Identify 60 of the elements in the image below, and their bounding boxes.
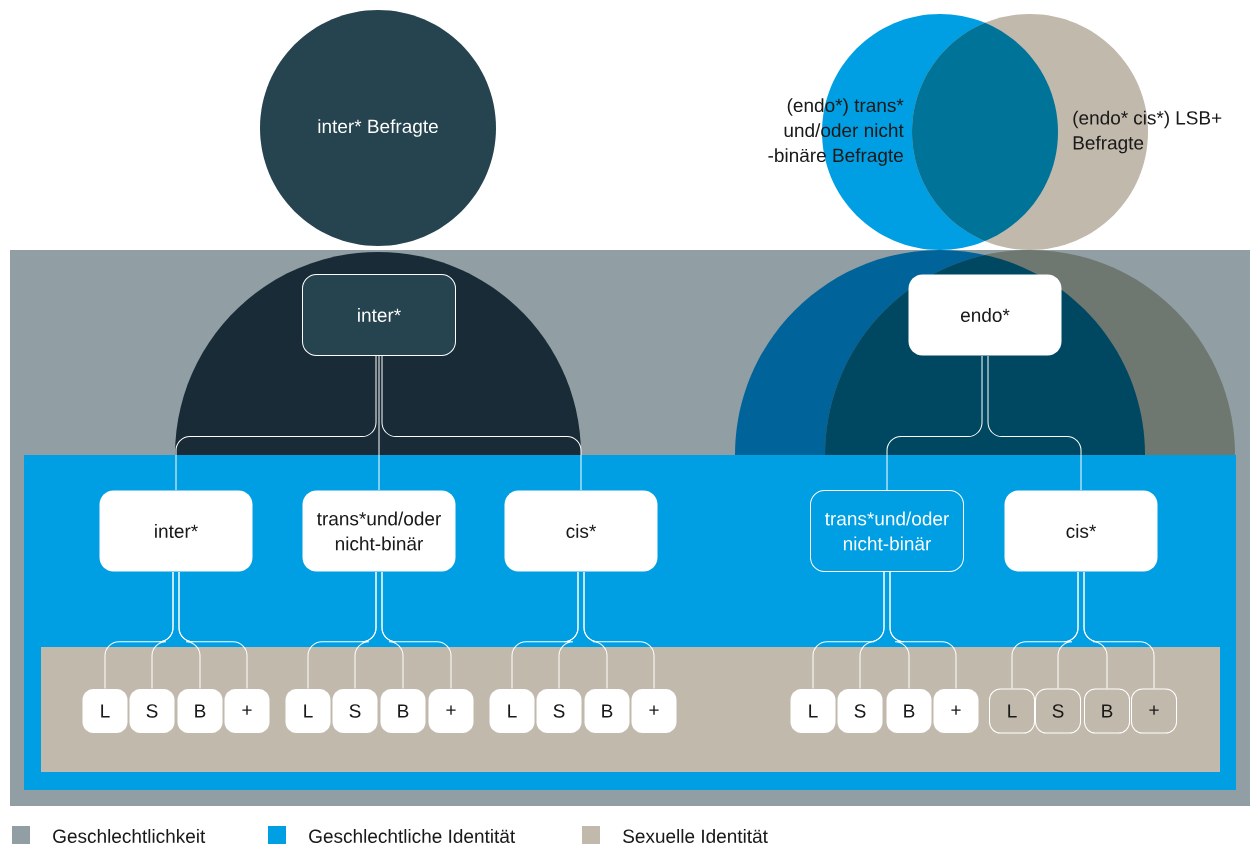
category-box: trans*und/oder nicht-binär xyxy=(810,490,964,572)
letter-box: S xyxy=(1035,688,1081,734)
node-label: S xyxy=(146,704,158,718)
letter-box: S xyxy=(129,689,175,733)
connector xyxy=(178,571,248,689)
node-label: L xyxy=(508,704,517,718)
letter-box: + xyxy=(933,689,979,733)
letter-box: S xyxy=(332,689,378,733)
letter-box: S xyxy=(536,689,582,733)
connector xyxy=(859,571,885,689)
category-box: inter* xyxy=(99,490,253,572)
connector xyxy=(381,571,452,689)
connector xyxy=(1083,571,1155,689)
letter-box: L xyxy=(790,689,836,733)
legend-label: Geschlechtliche Identität xyxy=(309,829,516,843)
category-box: endo* xyxy=(908,274,1062,356)
letter-box: B xyxy=(886,689,932,733)
connector xyxy=(151,571,174,689)
node-label: L xyxy=(101,704,110,718)
category-box: trans*und/oder nicht-binär xyxy=(302,490,456,572)
letter-box: B xyxy=(177,689,223,733)
connector xyxy=(381,355,582,491)
letter-box: L xyxy=(489,689,535,733)
node-label: + xyxy=(649,705,659,715)
letter-box: B xyxy=(584,689,630,733)
node-label: L xyxy=(809,704,818,718)
node-label: S xyxy=(854,704,866,718)
category-box: cis* xyxy=(1004,490,1158,572)
connector xyxy=(1057,571,1079,689)
connector xyxy=(354,571,377,689)
letter-box: L xyxy=(82,689,128,733)
letter-box: L xyxy=(285,689,331,733)
connector xyxy=(886,355,983,491)
category-box: cis* xyxy=(504,490,658,572)
letter-box: S xyxy=(837,689,883,733)
letter-box: + xyxy=(1131,688,1177,734)
venn-label: (endo* cis*) LSB+ Befragte xyxy=(1073,110,1222,154)
connector xyxy=(175,355,377,491)
letter-box: + xyxy=(428,689,474,733)
connector xyxy=(889,571,957,689)
connector xyxy=(583,571,655,689)
node-label: B xyxy=(602,704,613,718)
node-label: B xyxy=(195,704,206,718)
node-label: L xyxy=(304,704,313,718)
node-label: + xyxy=(951,705,961,715)
node-label: S xyxy=(349,704,361,718)
connector xyxy=(558,571,579,689)
node-label: B xyxy=(904,704,915,718)
node-label: + xyxy=(242,705,252,715)
letter-box: + xyxy=(224,689,270,733)
letter-box: B xyxy=(380,689,426,733)
letter-box: B xyxy=(1084,688,1130,734)
connector xyxy=(987,355,1082,491)
letter-box: L xyxy=(989,688,1035,734)
connector xyxy=(378,355,380,491)
letter-box: + xyxy=(631,689,677,733)
node-label: S xyxy=(553,704,565,718)
category-box: inter* xyxy=(302,274,456,356)
legend-label: Sexuelle Identität xyxy=(623,829,768,843)
legend-label: Geschlechtlichkeit xyxy=(53,829,206,843)
